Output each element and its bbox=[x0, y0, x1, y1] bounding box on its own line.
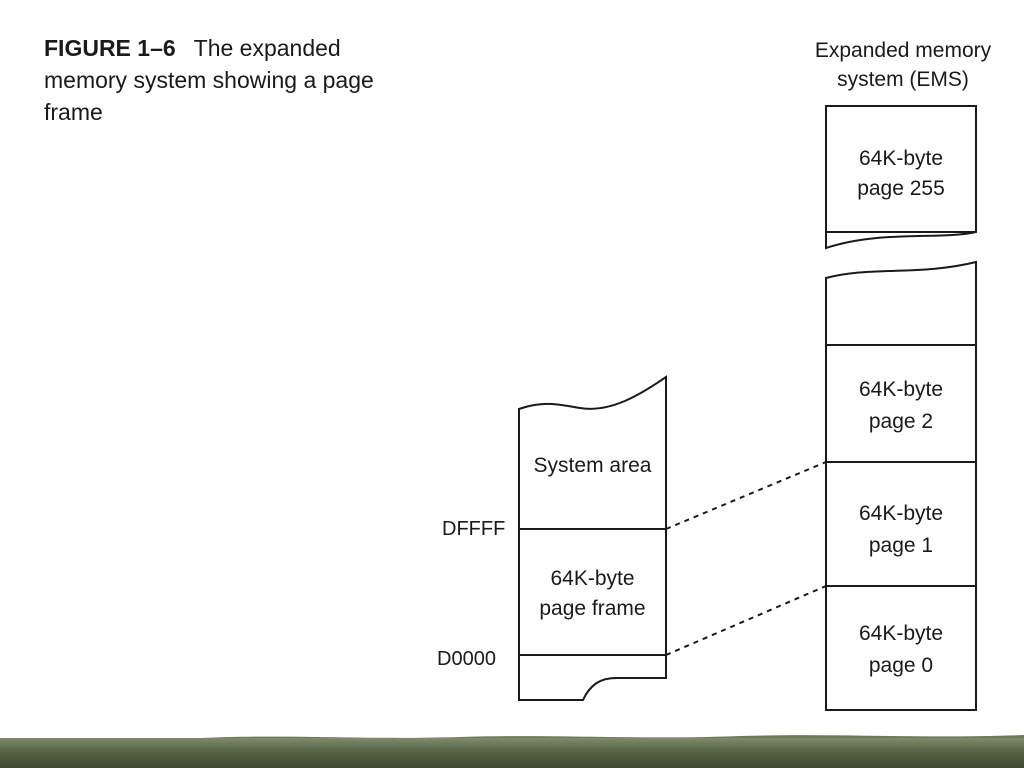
system-area-label: System area bbox=[533, 454, 652, 477]
ems-heading-line1: Expanded memory bbox=[814, 39, 992, 62]
figure-title: The expanded memory system showing a pag… bbox=[44, 35, 374, 125]
ems-page0-label: 64K-byte page 0 bbox=[826, 618, 976, 682]
ems-page255-label: 64K-byte page 255 bbox=[826, 144, 976, 204]
ems-main-column bbox=[825, 260, 977, 711]
ems-main-outline bbox=[825, 260, 977, 711]
address-dffff: DFFFF bbox=[442, 518, 506, 540]
page-frame-line2: page frame bbox=[539, 597, 646, 620]
address-d0000: D0000 bbox=[437, 648, 496, 670]
ems-page0-line1: 64K-byte bbox=[858, 622, 944, 645]
ems-page255-line2: page 255 bbox=[857, 177, 945, 200]
ems-page1-line1: 64K-byte bbox=[858, 502, 944, 525]
ems-heading-line2: system (EMS) bbox=[837, 68, 969, 91]
bottom-decorative-band bbox=[0, 738, 1024, 768]
ems-page255-line1: 64K-byte bbox=[858, 147, 944, 170]
ems-page255-block bbox=[825, 105, 977, 250]
ems-heading: Expanded memory system (EMS) bbox=[790, 36, 1016, 94]
mapping-line-bottom bbox=[665, 585, 827, 656]
ems-page1-line2: page 1 bbox=[868, 534, 934, 557]
ems-page2-label: 64K-byte page 2 bbox=[826, 374, 976, 438]
ems-page2-line2: page 2 bbox=[868, 410, 934, 433]
mapping-line-top bbox=[665, 461, 827, 530]
ems-page1-label: 64K-byte page 1 bbox=[826, 498, 976, 562]
page-frame-line1: 64K-byte bbox=[550, 567, 635, 590]
ems-page2-line1: 64K-byte bbox=[858, 378, 944, 401]
ems-page0-line2: page 0 bbox=[868, 654, 934, 677]
conventional-column-outline bbox=[518, 375, 667, 701]
page-frame-label: 64K-byte page frame bbox=[519, 564, 666, 624]
conventional-memory-column bbox=[518, 375, 667, 701]
figure-number: FIGURE 1–6 bbox=[44, 35, 176, 61]
mapping-lines bbox=[665, 461, 827, 656]
